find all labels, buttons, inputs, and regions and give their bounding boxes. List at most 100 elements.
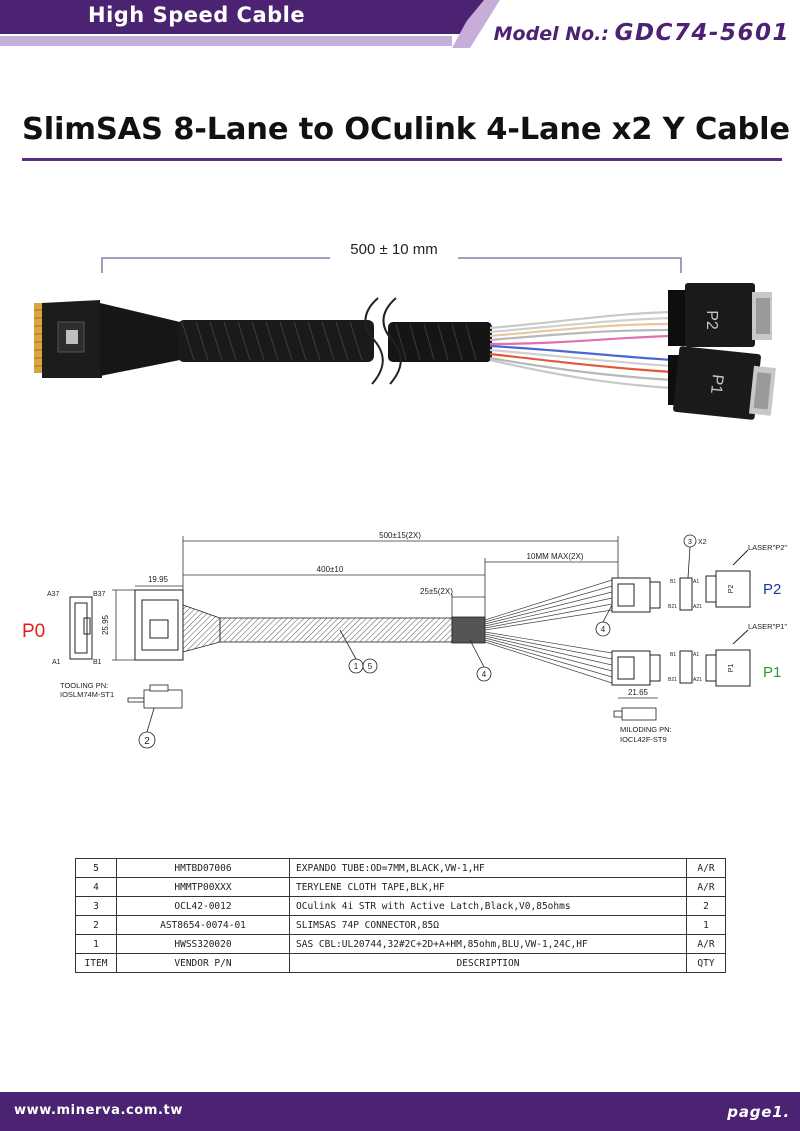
bom-header-item: ITEM xyxy=(75,953,117,973)
oc-p2-a1: A1 xyxy=(693,579,699,585)
oc-p1-b1: B1 xyxy=(670,652,676,658)
bom-table: 5 HMTBD07006 EXPANDO TUBE:OD=7MM,BLACK,V… xyxy=(75,858,726,973)
oculink-p1-connector: P1 xyxy=(668,346,776,420)
bom-item: 1 xyxy=(75,934,117,954)
laser-p2: LASER"P2" xyxy=(748,543,787,552)
page-title: SlimSAS 8-Lane to OCulink 4-Lane x2 Y Ca… xyxy=(22,112,790,147)
table-row: 2 AST8654-0074-01 SLIMSAS 74P CONNECTOR,… xyxy=(75,915,726,935)
dim-p0-width xyxy=(112,585,183,661)
pin-b1: B1 xyxy=(93,659,102,666)
table-row: 1 HWSS320020 SAS CBL:UL20744,32#2C+2D+A+… xyxy=(75,934,726,954)
cable-photo: 500 ± 10 mm xyxy=(34,241,776,420)
balloon-1: 1 xyxy=(354,662,359,671)
oc-p1-a21: A21 xyxy=(693,677,702,683)
oculink-p2-connector: P2 xyxy=(668,283,772,347)
bom-description: TERYLENE CLOTH TAPE,BLK,HF xyxy=(289,877,687,897)
header-band xyxy=(0,0,478,34)
pin-a1: A1 xyxy=(52,659,61,666)
oc-p2-b21: B21 xyxy=(668,604,677,610)
molding-part xyxy=(613,707,657,721)
table-row: 5 HMTBD07006 EXPANDO TUBE:OD=7MM,BLACK,V… xyxy=(75,858,726,878)
dim-mid-text: 400±10 xyxy=(317,565,344,574)
page-number: page1. xyxy=(727,1103,790,1121)
table-row: 3 OCL42-0012 OCulink 4i STR with Active … xyxy=(75,896,726,916)
footer-url: www.minerva.com.tw xyxy=(14,1103,183,1118)
pin-a37: A37 xyxy=(47,591,60,598)
balloon-5: 5 xyxy=(368,662,373,671)
tooling-part xyxy=(127,684,183,709)
oculink-end-views xyxy=(679,577,693,684)
footer-band xyxy=(0,1092,800,1131)
drawing-p2-connector xyxy=(611,577,661,613)
photo-p1-label: P1 xyxy=(707,373,726,394)
balloon-x2: X2 xyxy=(698,539,707,546)
braided-sleeve xyxy=(178,320,492,362)
dim-overall xyxy=(182,536,619,620)
cable-sleeve xyxy=(219,617,453,643)
molding-pn: IOCL42F-ST9 xyxy=(620,735,667,744)
pin-b37: B37 xyxy=(93,591,106,598)
tooling-label: TOOLING PN: xyxy=(60,681,108,690)
fanout-wires xyxy=(489,310,673,390)
bom-item: 2 xyxy=(75,915,117,935)
bom-vendor-pn: AST8654-0074-01 xyxy=(116,915,290,935)
photo-p2-label: P2 xyxy=(703,310,720,330)
balloon-4a: 4 xyxy=(482,670,487,679)
p0-end-view xyxy=(69,596,93,660)
bom-item: 4 xyxy=(75,877,117,897)
drawing-fanout xyxy=(484,579,613,684)
bom-qty: 1 xyxy=(686,915,726,935)
cable-tape xyxy=(451,616,486,644)
bom-description: EXPANDO TUBE:OD=7MM,BLACK,VW-1,HF xyxy=(289,858,687,878)
table-header-row: ITEM VENDOR P/N DESCRIPTION QTY xyxy=(75,953,726,973)
model-number: Model No.: GDC74-5601 xyxy=(494,20,790,46)
bom-vendor-pn: OCL42-0012 xyxy=(116,896,290,916)
tooling-pn: IOSLM74M-ST1 xyxy=(60,690,114,699)
dim-end-width-text: 21.65 xyxy=(628,688,649,697)
dim-tape xyxy=(451,594,485,620)
p0-label: P0 xyxy=(22,621,45,642)
side-p1: P1 xyxy=(728,664,735,673)
bom-item: 5 xyxy=(75,858,117,878)
bom-qty: A/R xyxy=(686,858,726,878)
slimsas-connector xyxy=(34,300,180,378)
table-row: 4 HMMTP00XXX TERYLENE CLOTH TAPE,BLK,HF … xyxy=(75,877,726,897)
p0-connector xyxy=(134,589,184,661)
dim-overall-text: 500±15(2X) xyxy=(379,531,421,540)
drawing-p1-connector xyxy=(611,650,661,686)
bom-item: 3 xyxy=(75,896,117,916)
p1-label: P1 xyxy=(763,664,781,681)
bom-description: SLIMSAS 74P CONNECTOR,85Ω xyxy=(289,915,687,935)
bom-header-qty: QTY xyxy=(686,953,726,973)
bom-header-description: DESCRIPTION xyxy=(289,953,687,973)
bom-vendor-pn: HMMTP00XXX xyxy=(116,877,290,897)
title-underline xyxy=(22,158,782,161)
balloons xyxy=(138,534,697,749)
dim-width-text: 19.95 xyxy=(148,575,169,584)
p2-label: P2 xyxy=(763,581,781,598)
dim-fanout xyxy=(484,558,618,620)
length-dimension xyxy=(101,257,682,273)
molding-label: MILODING PN: xyxy=(620,725,672,734)
oc-p1-b21: B21 xyxy=(668,677,677,683)
header-category: High Speed Cable xyxy=(88,3,306,27)
dim-fanout-text: 10MM MAX(2X) xyxy=(527,552,584,561)
bom-qty: 2 xyxy=(686,896,726,916)
dim-height-text: 25.95 xyxy=(101,614,110,635)
oc-p1-a1: A1 xyxy=(693,652,699,658)
balloon-4b: 4 xyxy=(601,625,606,634)
length-text: 500 ± 10 mm xyxy=(350,241,437,258)
bom-header-vendor-pn: VENDOR P/N xyxy=(116,953,290,973)
header-accent-bar xyxy=(0,36,452,46)
balloon-2: 2 xyxy=(144,736,150,747)
header-slash-decoration xyxy=(442,0,500,48)
side-p2: P2 xyxy=(728,585,735,594)
laser-p1: LASER"P1" xyxy=(748,622,787,631)
oculink-side-views xyxy=(705,549,751,687)
bom-description: SAS CBL:UL20744,32#2C+2D+A+HM,85ohm,BLU,… xyxy=(289,934,687,954)
model-label: Model No.: xyxy=(493,23,609,45)
bom-qty: A/R xyxy=(686,934,726,954)
dim-tape-text: 25±5(2X) xyxy=(420,587,453,596)
break-symbol xyxy=(364,297,402,385)
bom-qty: A/R xyxy=(686,877,726,897)
